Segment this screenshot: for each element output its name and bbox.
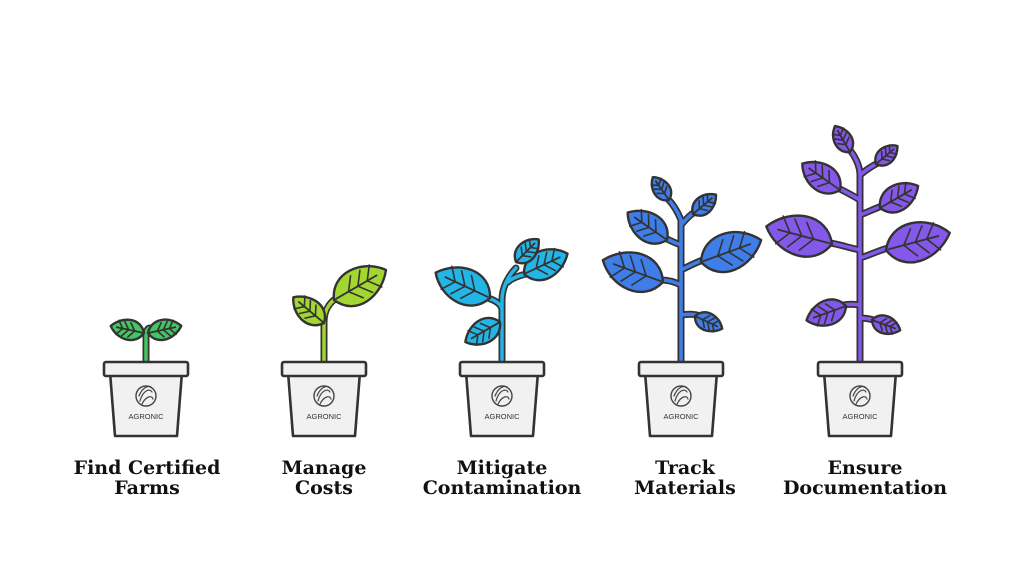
leaf [831,124,855,154]
leaf [884,221,951,264]
leaf [513,237,540,265]
caption-step-2-line-1: Manage [281,457,367,479]
caption-step-1-line-1: Find Certified [73,457,221,479]
leaf [292,295,327,327]
pot-5: AGRONIC [816,360,904,438]
pot-brand-text: AGRONIC [663,412,699,421]
pot-3: AGRONIC [458,360,546,438]
pot-brand-text: AGRONIC [306,412,342,421]
agronic-logo-icon [670,385,692,407]
caption-step-5-line-1: Ensure [827,457,903,479]
plant-1: AGRONIC [102,318,190,438]
agronic-logo-icon [135,385,157,407]
leaf [870,314,902,336]
leaf [765,214,834,258]
caption-step-2: Manage Costs [229,458,419,498]
caption-step-3: Mitigate Contamination [407,458,597,498]
leaf [874,144,899,167]
caption-step-2-line-2: Costs [295,477,353,499]
leaf [699,231,763,274]
pot-brand-text: AGRONIC [842,412,878,421]
caption-step-1: Find Certified Farms [52,458,242,498]
plant-3: AGRONIC [434,237,569,438]
agronic-logo-icon [849,385,871,407]
leaf [693,311,724,333]
pot-1: AGRONIC [102,360,190,438]
leaf [146,318,183,342]
agronic-logo-icon [313,385,335,407]
caption-step-1-line-2: Farms [114,477,180,499]
plant-4: AGRONIC [601,175,763,438]
caption-step-5-line-2: Documentation [782,477,948,499]
pot-brand-text: AGRONIC [484,412,520,421]
leaf [601,251,665,294]
caption-step-3-line-1: Mitigate [456,457,548,479]
plant-2: AGRONIC [280,264,388,438]
plant-5: AGRONIC [765,124,951,438]
pot-2: AGRONIC [280,360,368,438]
leaf [626,208,669,245]
leaf [691,192,718,217]
leaf [109,318,146,342]
caption-step-4-line-2: Materials [634,477,736,499]
leaf [332,264,388,308]
leaf [464,316,502,347]
pot-brand-text: AGRONIC [128,412,164,421]
leaf [434,265,492,307]
caption-step-3-line-2: Contamination [422,477,582,499]
leaf [805,298,848,327]
leaf [650,175,673,202]
leaf [801,160,842,195]
agronic-logo-icon [491,385,513,407]
caption-step-4-line-1: Track [655,457,715,479]
caption-step-4: Track Materials [590,458,780,498]
leaf [878,181,920,214]
pot-4: AGRONIC [637,360,725,438]
caption-step-5: Ensure Documentation [770,458,960,498]
